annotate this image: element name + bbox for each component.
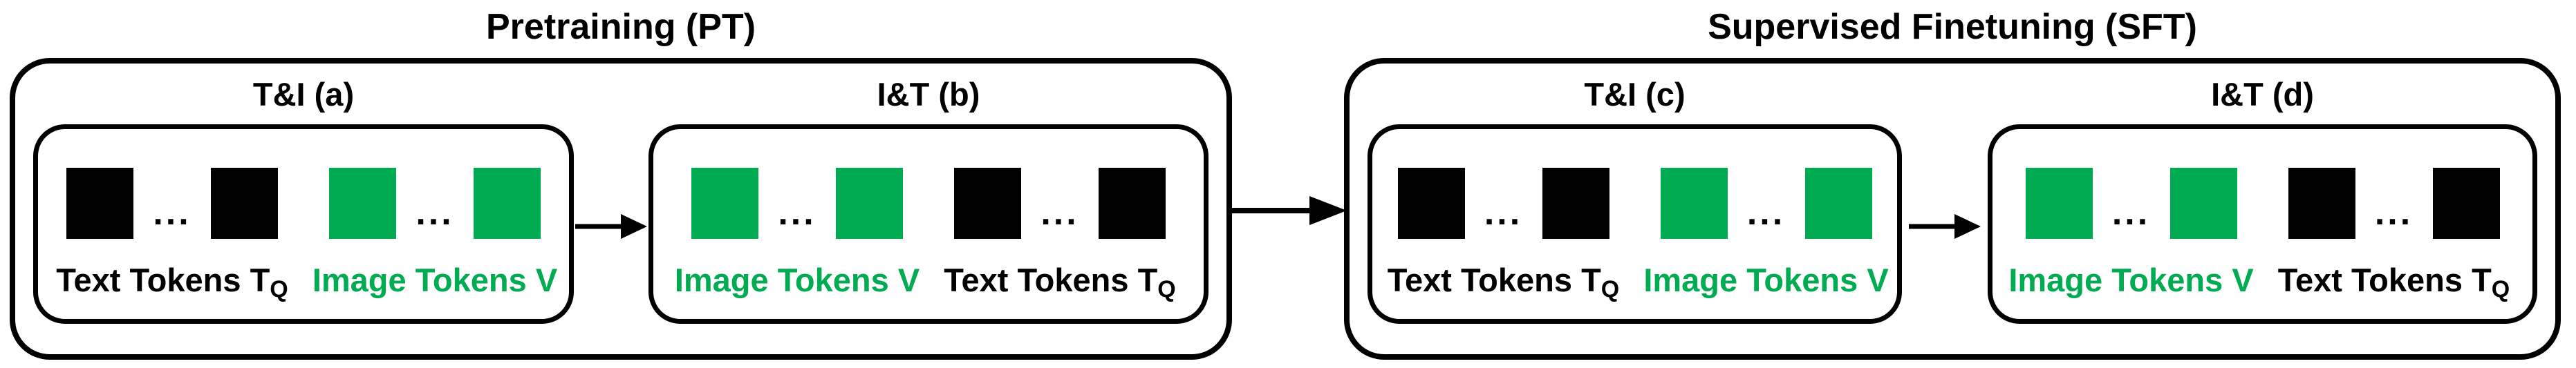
label-main: Image Tokens V <box>674 262 920 298</box>
image-token-square <box>2025 168 2093 239</box>
image-token-square <box>691 168 758 239</box>
label-main: Text Tokens T <box>944 262 1158 298</box>
stage-title-sft: Supervised Finetuning (SFT) <box>1708 7 2197 47</box>
arrow-icon <box>575 214 647 239</box>
text-tokens-label: Text Tokens TQ <box>2278 262 2510 303</box>
text-token-square <box>954 168 1021 239</box>
arrow-a-to-b <box>574 211 648 242</box>
panel-title-c: T&I (c) <box>1584 75 1686 113</box>
label-main: Image Tokens V <box>2008 262 2254 298</box>
text-tokens-label: Text Tokens TQ <box>1388 262 1620 303</box>
ellipsis: ... <box>416 193 454 233</box>
panel-title-b: I&T (b) <box>877 75 980 113</box>
text-token-square <box>2288 168 2355 239</box>
label-main: Image Tokens V <box>312 262 558 298</box>
ellipsis: ... <box>2374 193 2414 233</box>
image-token-square <box>836 168 903 239</box>
arrow-pt-to-sft <box>1229 194 1347 227</box>
token-row: ... <box>1660 168 1872 239</box>
image-token-group: ... Image Tokens V <box>670 168 924 303</box>
image-token-square <box>474 168 541 239</box>
arrow-icon <box>1229 196 1347 225</box>
text-token-square <box>1099 168 1166 239</box>
ellipsis: ... <box>778 193 816 233</box>
ellipsis: ... <box>153 193 192 233</box>
panel-ti-c: T&I (c) ... Text Tokens TQ ... <box>1368 64 1902 324</box>
token-row: ... <box>329 168 541 239</box>
text-token-group: ... Text Tokens TQ <box>45 168 299 303</box>
label-subscript: Q <box>1157 276 1176 303</box>
token-panel-b: ... Image Tokens V ... Text Tokens TQ <box>648 124 1208 324</box>
image-token-group: ... Image Tokens V <box>1639 168 1894 303</box>
label-subscript: Q <box>270 276 288 303</box>
panel-it-b: I&T (b) ... Image Tokens V ... <box>648 64 1208 324</box>
token-row: ... <box>954 168 1166 239</box>
image-tokens-label: Image Tokens V <box>1643 262 1888 303</box>
stage-box-sft: T&I (c) ... Text Tokens TQ ... <box>1344 58 2561 360</box>
token-row: ... <box>691 168 903 239</box>
stage-box-pretraining: T&I (a) ... Text Tokens TQ ... <box>10 58 1232 360</box>
label-main: Text Tokens T <box>1387 262 1601 298</box>
panel-title-a: T&I (a) <box>252 75 355 113</box>
text-tokens-label: Text Tokens TQ <box>944 262 1176 303</box>
panel-title-d: I&T (d) <box>2211 75 2314 113</box>
image-token-square <box>2169 168 2237 239</box>
token-row: ... <box>66 168 278 239</box>
ellipsis: ... <box>1746 193 1786 233</box>
image-tokens-label: Image Tokens V <box>675 262 920 303</box>
text-token-square <box>1397 168 1465 239</box>
image-token-group: ... Image Tokens V <box>2004 168 2259 303</box>
stage-pretraining: Pretraining (PT) T&I (a) ... Text Tokens… <box>10 0 1232 360</box>
arrow-c-to-d <box>1902 211 1988 242</box>
ellipsis: ... <box>2111 193 2151 233</box>
text-token-group: ... Text Tokens TQ <box>1376 168 1631 303</box>
label-subscript: Q <box>1600 276 1620 303</box>
token-panel-c: ... Text Tokens TQ ... Image Tokens V <box>1368 124 1902 324</box>
text-token-group: ... Text Tokens TQ <box>933 168 1187 303</box>
text-token-group: ... Text Tokens TQ <box>2267 168 2521 303</box>
text-tokens-label: Text Tokens TQ <box>56 262 288 303</box>
token-row: ... <box>1397 168 1609 239</box>
panel-it-d: I&T (d) ... Image Tokens V ... <box>1988 64 2537 324</box>
token-panel-a: ... Text Tokens TQ ... Image Tokens V <box>33 124 574 324</box>
image-token-square <box>1660 168 1728 239</box>
label-main: Text Tokens T <box>2277 262 2492 298</box>
text-token-square <box>1542 168 1609 239</box>
label-main: Image Tokens V <box>1643 262 1889 298</box>
ellipsis: ... <box>1484 193 1523 233</box>
token-panel-d: ... Image Tokens V ... Text Tokens TQ <box>1988 124 2537 324</box>
stage-sft: Supervised Finetuning (SFT) T&I (c) ... … <box>1344 0 2561 360</box>
arrow-icon <box>1909 214 1981 239</box>
image-token-square <box>329 168 396 239</box>
stage-title-pretraining: Pretraining (PT) <box>485 7 756 47</box>
text-token-square <box>211 168 278 239</box>
label-main: Text Tokens T <box>56 262 270 298</box>
image-tokens-label: Image Tokens V <box>2008 262 2253 303</box>
panel-ti-a: T&I (a) ... Text Tokens TQ ... <box>33 64 574 324</box>
image-tokens-label: Image Tokens V <box>312 262 557 303</box>
token-row: ... <box>2288 168 2500 239</box>
text-token-square <box>2432 168 2500 239</box>
image-token-square <box>1804 168 1872 239</box>
text-token-square <box>66 168 133 239</box>
token-row: ... <box>2025 168 2237 239</box>
image-token-group: ... Image Tokens V <box>308 168 562 303</box>
label-subscript: Q <box>2491 276 2510 303</box>
ellipsis: ... <box>1040 193 1079 233</box>
